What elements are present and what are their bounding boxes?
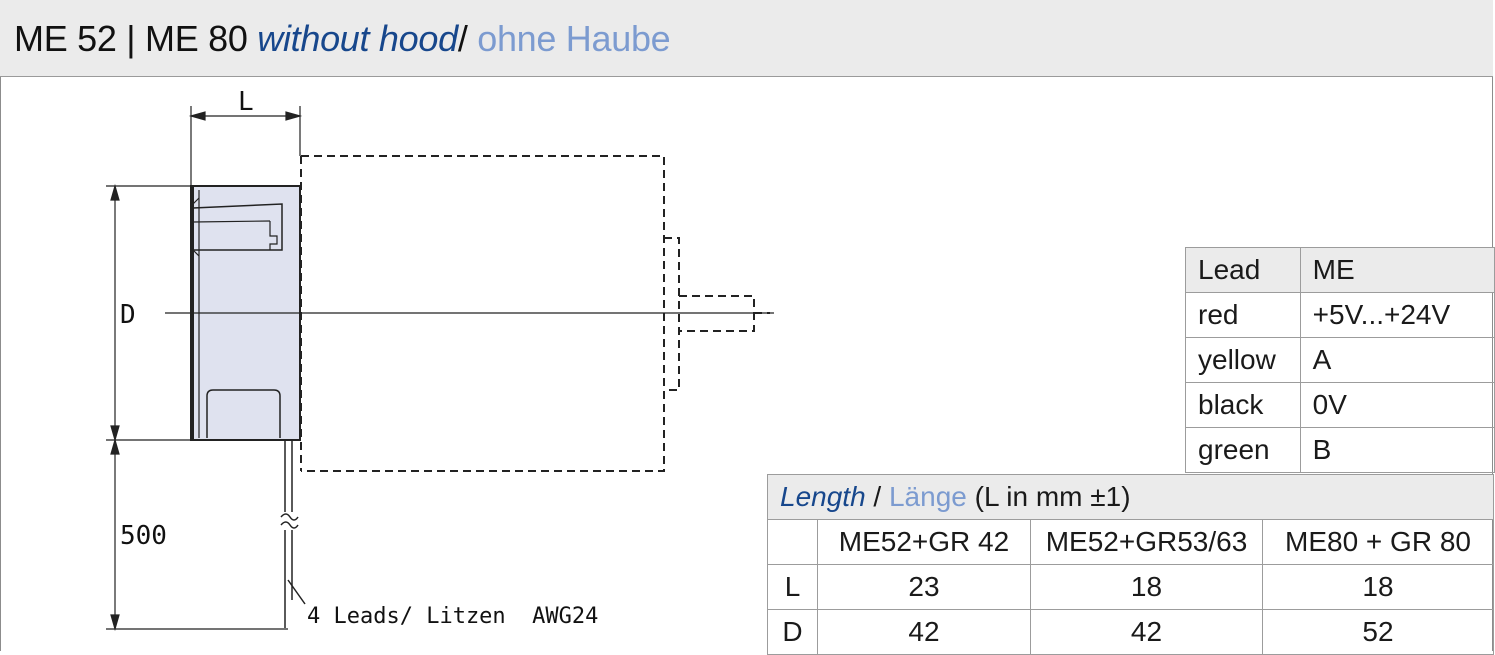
lead-color-table: Lead ME red +5V...+24V yellow A black 0V…: [1185, 247, 1495, 473]
length-table-header-row: ME52+GR 42 ME52+GR53/63 ME80 + GR 80: [767, 519, 1494, 565]
value-cell: 18: [1030, 564, 1263, 610]
value-cell: 42: [817, 609, 1031, 655]
lead-cable: [280, 440, 306, 628]
header-cell-me: ME: [1299, 247, 1495, 293]
value-cell: 18: [1262, 564, 1494, 610]
leads-note: 4 Leads/ Litzen AWG24: [307, 604, 598, 629]
caption-unit: (L in mm ±1): [966, 481, 1131, 512]
lead-color-cell: yellow: [1185, 337, 1301, 383]
value-cell: 23: [817, 564, 1031, 610]
table-row: D 42 42 52: [767, 609, 1494, 655]
lead-signal-cell: +5V...+24V: [1299, 292, 1495, 338]
row-label: D: [767, 609, 818, 655]
caption-english: Length: [780, 481, 866, 512]
title-german: ohne Haube: [477, 18, 671, 59]
title-bar: ME 52 | ME 80 without hood/ ohne Haube: [0, 0, 1493, 77]
label-L: L: [238, 87, 254, 117]
lead-color-cell: black: [1185, 382, 1301, 428]
page-title: ME 52 | ME 80 without hood/ ohne Haube: [14, 18, 671, 60]
table-row: yellow A: [1185, 337, 1495, 383]
lead-signal-cell: 0V: [1299, 382, 1495, 428]
column-header: ME52+GR53/63: [1030, 519, 1263, 565]
column-header: ME80 + GR 80: [1262, 519, 1494, 565]
length-table-caption-row: Length / Länge (L in mm ±1): [767, 474, 1494, 520]
header-cell-lead: Lead: [1185, 247, 1301, 293]
table-row: green B: [1185, 427, 1495, 473]
lead-color-cell: red: [1185, 292, 1301, 338]
empty-corner-cell: [767, 519, 818, 565]
dimension-500: [106, 437, 288, 632]
label-500: 500: [120, 521, 167, 551]
value-cell: 52: [1262, 609, 1494, 655]
title-model: ME 52 | ME 80: [14, 18, 258, 59]
length-table: Length / Länge (L in mm ±1) ME52+GR 42 M…: [767, 474, 1494, 655]
lead-color-cell: green: [1185, 427, 1301, 473]
row-label: L: [767, 564, 818, 610]
dimension-L: [188, 106, 303, 190]
table-row: red +5V...+24V: [1185, 292, 1495, 338]
length-table-caption: Length / Länge (L in mm ±1): [767, 474, 1494, 520]
lead-signal-cell: B: [1299, 427, 1495, 473]
caption-german: Länge: [888, 481, 967, 512]
caption-separator: /: [865, 481, 889, 512]
dimension-D: [106, 183, 193, 443]
label-D: D: [120, 300, 136, 330]
value-cell: 42: [1030, 609, 1263, 655]
table-row: L 23 18 18: [767, 564, 1494, 610]
table-row: black 0V: [1185, 382, 1495, 428]
motor-dimension-drawing: L D 500 4 Leads/ Litzen AWG24: [106, 87, 774, 632]
title-english: without hood: [257, 18, 458, 59]
column-header: ME52+GR 42: [817, 519, 1031, 565]
lead-signal-cell: A: [1299, 337, 1495, 383]
table-header-row: Lead ME: [1185, 247, 1495, 293]
title-separator: /: [457, 18, 478, 59]
